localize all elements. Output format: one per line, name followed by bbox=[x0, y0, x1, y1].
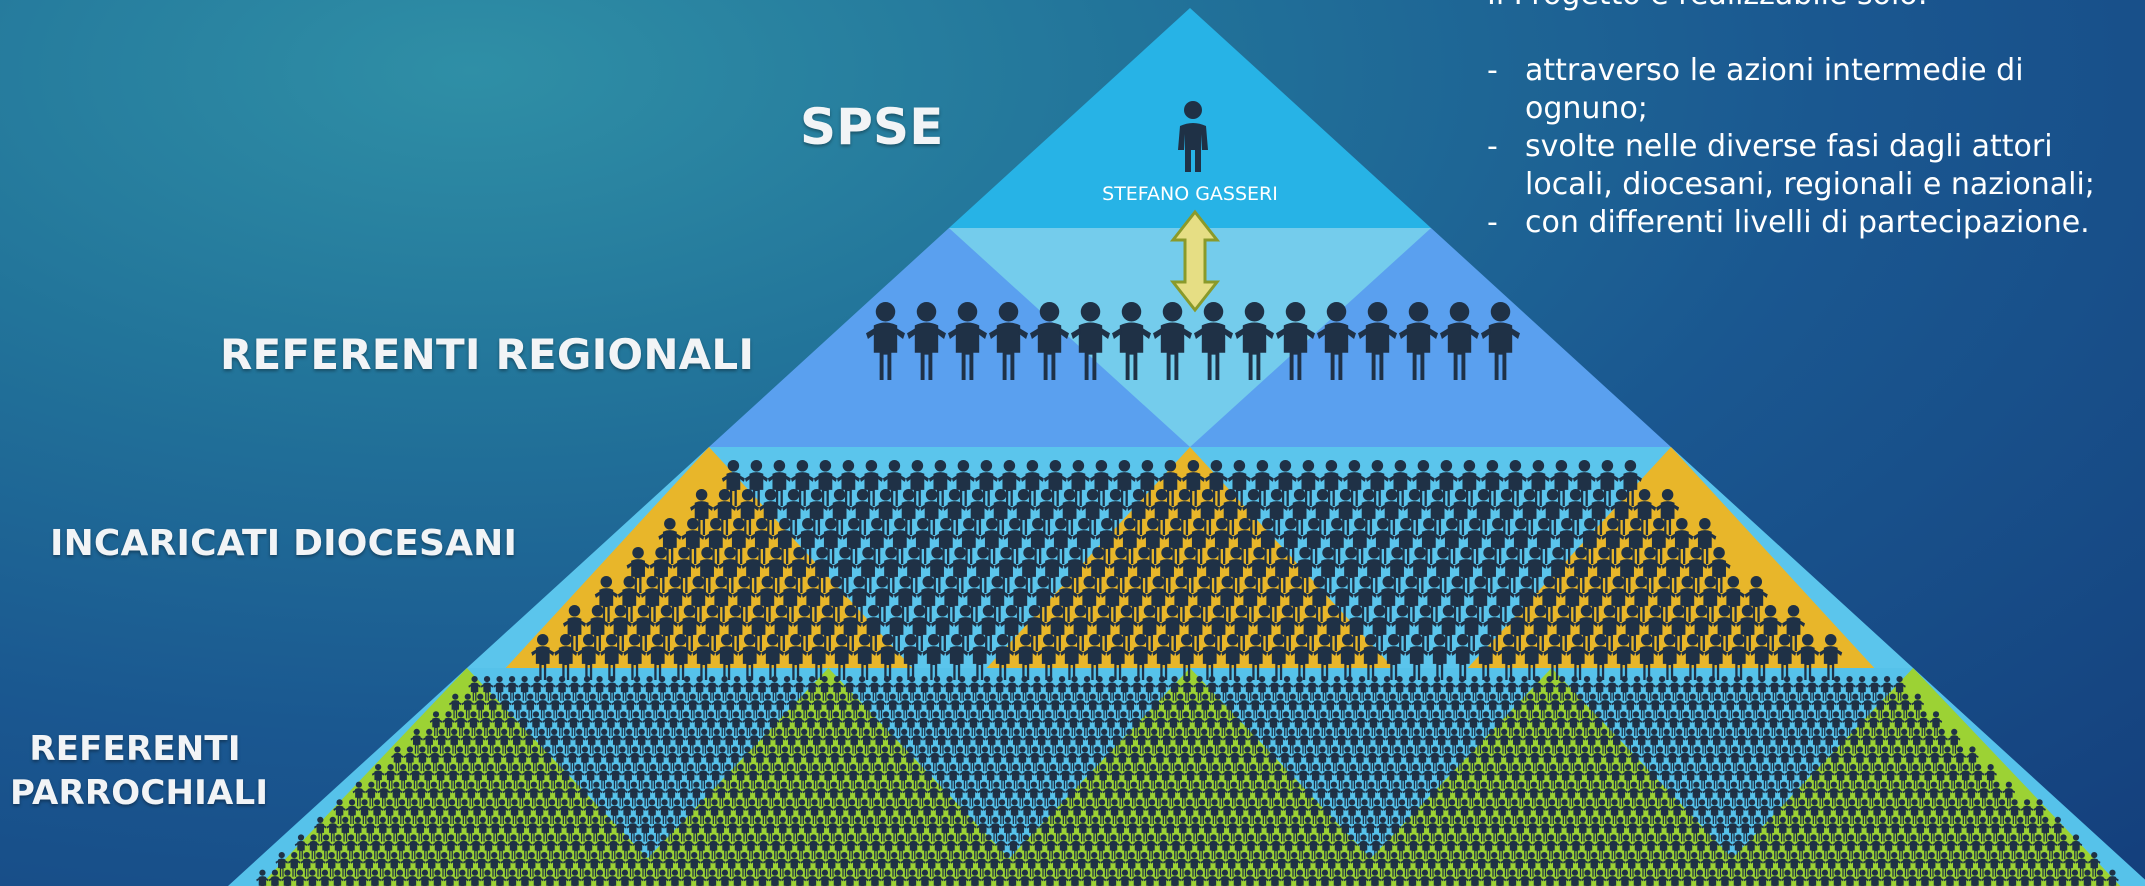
info-text-block: Il Progetto è realizzabile solo: attrave… bbox=[1487, 0, 2142, 242]
info-point: con differenti livelli di partecipazione… bbox=[1487, 204, 2142, 242]
person-icon bbox=[1178, 101, 1208, 172]
double-arrow-icon bbox=[1169, 209, 1221, 313]
info-intro: Il Progetto è realizzabile solo: bbox=[1487, 0, 2142, 14]
info-point: svolte nelle diverse fasi dagli attori l… bbox=[1487, 128, 2142, 204]
level-label-incaricati-diocesani: INCARICATI DIOCESANI bbox=[50, 523, 518, 564]
person-name: STEFANO GASSERI bbox=[1102, 183, 1278, 205]
level-label-referenti-parrochiali: REFERENTI PARROCHIALI bbox=[10, 729, 269, 813]
level-label-spse: SPSE bbox=[800, 98, 944, 156]
level-label-referenti-regionali: REFERENTI REGIONALI bbox=[220, 330, 755, 379]
info-points-list: attraverso le azioni intermedie di ognun… bbox=[1487, 52, 2142, 242]
info-point: attraverso le azioni intermedie di ognun… bbox=[1487, 52, 2142, 128]
